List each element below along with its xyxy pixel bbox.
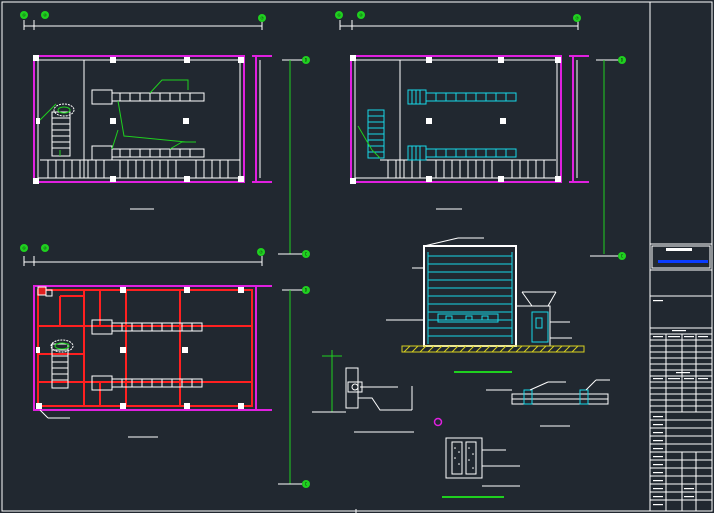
grid-label-1e: C xyxy=(305,252,308,257)
plan-view-3: ① ② ⑦ xyxy=(20,244,310,488)
detail-section-c xyxy=(433,417,520,498)
grid-bubble-1c xyxy=(258,14,266,22)
grid-label-3b: ② xyxy=(43,246,47,251)
grid-label-2a: ① xyxy=(337,13,341,18)
grid-label-2d: D xyxy=(621,58,624,63)
grid-label-2c: ⑦ xyxy=(575,16,579,21)
grid-label-3e: C xyxy=(305,482,308,487)
detail-section-a xyxy=(312,350,414,433)
grid-label-2b: ② xyxy=(359,13,363,18)
grid-label-3d: D xyxy=(305,288,308,293)
elevation-view xyxy=(386,237,585,373)
grid-label-3c: ⑦ xyxy=(259,250,263,255)
grid-bubble-1b xyxy=(41,11,49,19)
grid-label-1d: D xyxy=(305,58,308,63)
detail-section-b xyxy=(486,379,610,427)
grid-label-1a: ① xyxy=(22,13,26,18)
title-block xyxy=(650,243,712,511)
plan-view-1: ① ② ⑦ xyxy=(20,11,310,258)
grid-label-3a: ① xyxy=(22,246,26,251)
grid-label-1c: ⑦ xyxy=(260,16,264,21)
grid-label-1b: ② xyxy=(43,13,47,18)
grid-label-2e: C xyxy=(621,254,624,259)
grid-bubble-1a xyxy=(20,11,28,19)
plan-view-2: ① ② ⑦ xyxy=(335,11,626,260)
